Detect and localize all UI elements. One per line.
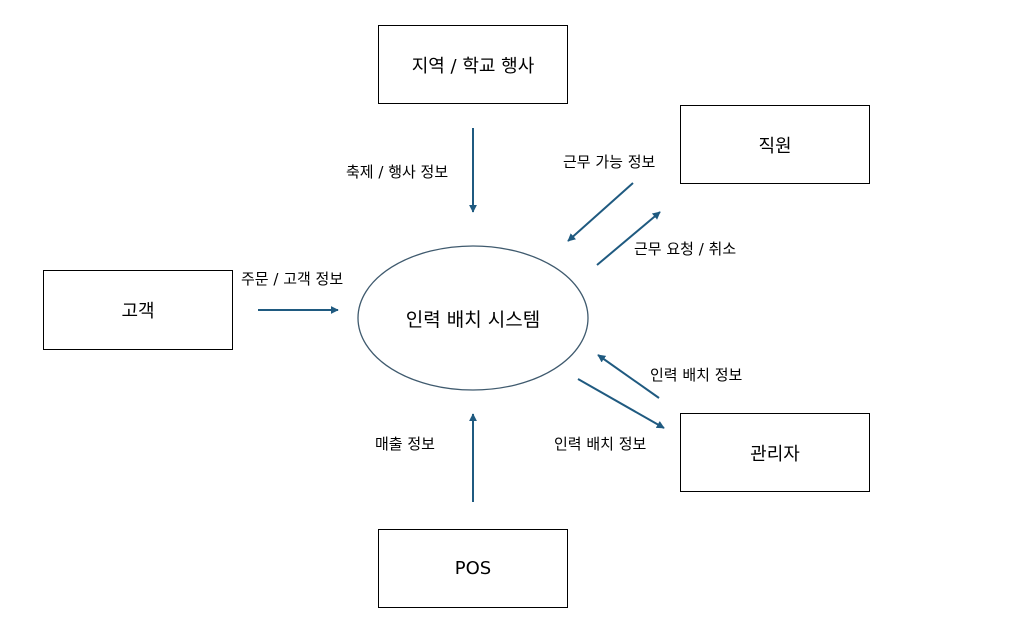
process-label: 인력 배치 시스템 — [405, 308, 541, 331]
entity-admin: 관리자 — [680, 413, 870, 492]
arrow-staffing-to-system — [597, 354, 660, 399]
entity-customer: 고객 — [43, 270, 233, 350]
flow-label-staffing-to-admin: 인력 배치 정보 — [554, 435, 647, 453]
flow-label-order-info: 주문 / 고객 정보 — [241, 270, 344, 288]
flow-label-availability: 근무 가능 정보 — [563, 153, 656, 171]
arrow-availability — [567, 182, 634, 242]
flow-label-festival-info: 축제 / 행사 정보 — [346, 163, 449, 181]
process-ellipse — [357, 245, 589, 391]
arrow-staffing-to-admin — [577, 378, 665, 429]
flow-label-sales-info: 매출 정보 — [375, 435, 435, 453]
entity-customer-label: 고객 — [121, 301, 155, 322]
entity-staff-label: 직원 — [758, 135, 792, 157]
entity-staff: 직원 — [680, 105, 870, 184]
entity-event-label: 지역 / 학교 행사 — [411, 55, 535, 77]
entity-event: 지역 / 학교 행사 — [378, 25, 568, 104]
entity-admin-label: 관리자 — [750, 443, 800, 465]
flow-label-staffing-to-system: 인력 배치 정보 — [650, 366, 743, 384]
entity-pos: POS — [378, 529, 568, 608]
flow-label-work-request: 근무 요청 / 취소 — [634, 240, 737, 258]
arrow-work-request — [596, 211, 661, 266]
entity-pos-label: POS — [454, 558, 492, 579]
